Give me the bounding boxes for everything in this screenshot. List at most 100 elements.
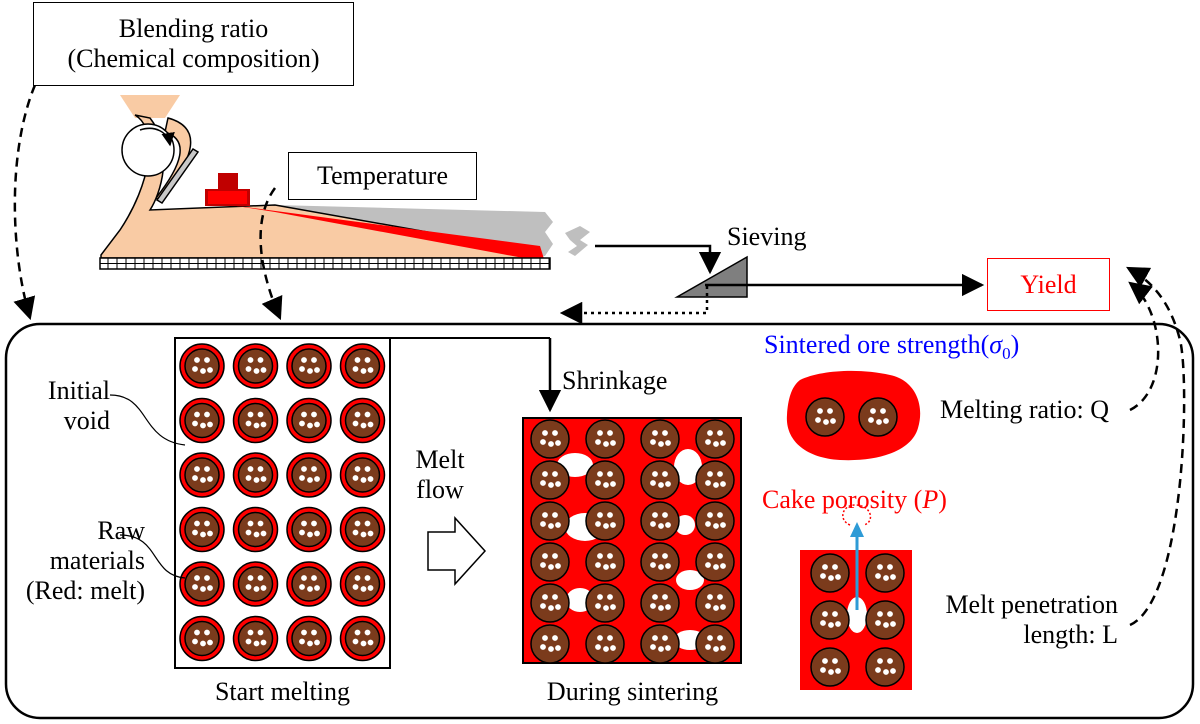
mechanism-panel (4, 322, 1195, 720)
sintered-particle (640, 419, 680, 459)
melt-penetration-label: Melt penetration length: L (920, 590, 1118, 650)
melt-flow-label: Melt flow (415, 445, 465, 505)
melt-flow-line2: flow (416, 474, 464, 504)
raw-particle (232, 561, 279, 607)
sintered-particle (585, 419, 625, 459)
initial-void-label: Initial void (20, 376, 110, 436)
sintered-particle (530, 419, 570, 459)
raw-particle (339, 561, 386, 607)
start-melting-caption: Start melting (214, 677, 351, 706)
temperature-box: Temperature (288, 152, 477, 200)
sinter-fragment-icon (565, 226, 590, 256)
raw-particle (179, 506, 225, 553)
blending-line1: Blending ratio (118, 14, 269, 44)
shrinkage-label: Shrinkage (562, 366, 668, 395)
sintered-particle (585, 624, 625, 664)
raw-materials-line1: Raw (97, 516, 145, 545)
initial-void-line2: void (63, 405, 110, 435)
sintering-machine (99, 95, 590, 270)
blending-arrow (13, 84, 37, 321)
sintered-particle (695, 419, 735, 459)
raw-particle (179, 561, 225, 607)
raw-particle (286, 343, 332, 389)
cake-porosity-close: ) (938, 485, 947, 514)
raw-particle (339, 506, 386, 553)
cake-porosity-label: Cake porosity (P) (762, 485, 947, 515)
melting-ratio-label: Melting ratio: Q (940, 395, 1109, 424)
raw-particle (339, 343, 386, 389)
sintered-particle (695, 624, 735, 664)
blending-ratio-box: Blending ratio (Chemical composition) (33, 2, 354, 86)
sintered-particle (530, 542, 570, 582)
sintered-particle (695, 460, 735, 500)
raw-particle (286, 506, 332, 553)
cyan-arrow-head (850, 522, 864, 537)
initial-void-line1: Initial (47, 376, 110, 405)
raw-materials-leader (119, 534, 186, 579)
raw-particle (339, 615, 386, 662)
melt-flow-arrow (427, 516, 487, 586)
melt-penetration-line1: Melt penetration (945, 590, 1118, 619)
sintered-strength-label: Sintered ore strength(σ0) (764, 330, 1019, 364)
yield-label: Yield (1020, 269, 1077, 299)
sintered-particle (640, 542, 680, 582)
sintered-particle (530, 583, 570, 623)
sintered-particle (530, 501, 570, 541)
pallet-grate (99, 257, 551, 270)
raw-particle (286, 561, 332, 607)
sintered-particle (695, 583, 735, 623)
yield-box: Yield (987, 258, 1110, 311)
sintered-particle (585, 583, 625, 623)
raw-particle (232, 397, 279, 444)
sintered-particle (695, 501, 735, 541)
sintered-particle (640, 624, 680, 664)
sintered-particle (530, 624, 570, 664)
raw-particle (339, 397, 386, 444)
melt-penetration-line2: length: L (1023, 619, 1118, 649)
raw-particle (339, 452, 386, 498)
sintered-particle (640, 460, 680, 500)
pore-outline (842, 504, 872, 526)
raw-particle (179, 452, 225, 498)
raw-particle (232, 615, 279, 662)
during-sintering-caption: During sintering (546, 677, 719, 706)
raw-particle (232, 343, 279, 389)
raw-particle (232, 506, 279, 553)
raw-materials-line2: materials (49, 545, 145, 575)
to-sieve-arrow (595, 244, 722, 275)
raw-particle (179, 343, 225, 389)
sintered-particle (585, 501, 625, 541)
raw-particle (286, 615, 332, 662)
sintered-particle (530, 460, 570, 500)
drum-roll-icon (121, 123, 175, 177)
start-melting-bed (174, 337, 391, 669)
raw-particle (232, 452, 279, 498)
sigma-subscript: 0 (1002, 344, 1011, 364)
porosity-column (800, 504, 912, 690)
sintered-particle (695, 542, 735, 582)
melt-blob (786, 370, 921, 461)
sintered-strength-text: Sintered ore strength( (764, 330, 990, 359)
melting-ratio-arrow (1128, 281, 1160, 412)
raw-particle (179, 397, 225, 444)
raw-particle (179, 615, 225, 662)
sintered-particle (585, 460, 625, 500)
sintered-strength-close: ) (1010, 330, 1020, 359)
sigma-symbol: σ (989, 330, 1003, 359)
blending-line2: (Chemical composition) (67, 44, 320, 73)
sieve-icon (674, 255, 748, 298)
porosity-symbol: P (922, 485, 939, 514)
return-fines-arrow (559, 286, 709, 325)
sieving-label: Sieving (727, 222, 807, 251)
sintered-particle (640, 583, 680, 623)
sintered-particle (585, 542, 625, 582)
initial-void-leader (109, 394, 186, 446)
temperature-label: Temperature (317, 161, 448, 191)
raw-particle (286, 397, 332, 444)
ignition-furnace (205, 173, 250, 206)
melt-flow-line1: Melt (415, 445, 465, 474)
sintered-particle (640, 501, 680, 541)
raw-particle (286, 452, 332, 498)
penetration-arrow (1126, 266, 1186, 627)
